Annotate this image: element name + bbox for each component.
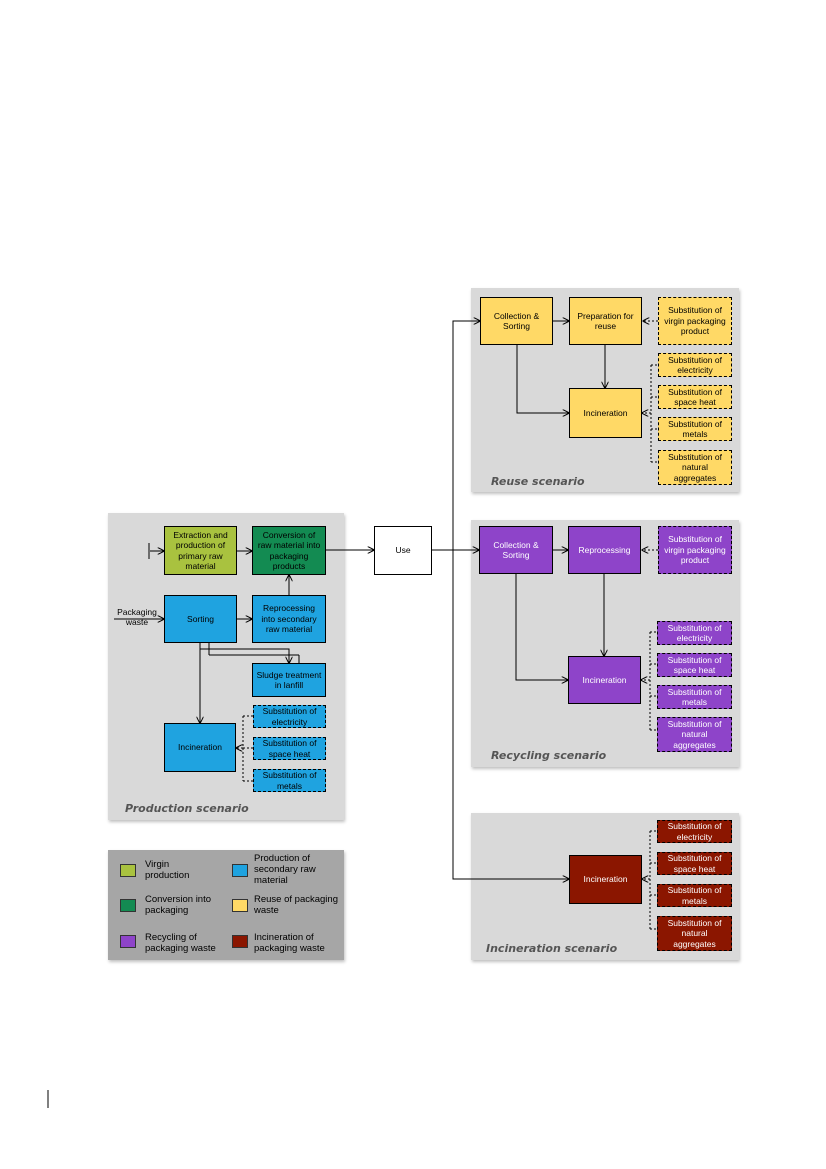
recycling-sub-heat-box: Substitution of space heat bbox=[657, 653, 732, 677]
reuse-sub-heat-box: Substitution of space heat bbox=[658, 385, 732, 409]
legend-label-recycling: Recycling of packaging waste bbox=[145, 932, 216, 954]
sorting-box: Sorting bbox=[164, 595, 237, 643]
reuse-sub-electricity-box: Substitution of electricity bbox=[658, 353, 732, 377]
legend-label-secondary: Production of secondary raw material bbox=[254, 853, 316, 886]
incin-sub-aggregates-box: Substitution of natural aggregates bbox=[657, 916, 732, 951]
reuse-collection-box: Collection & Sorting bbox=[480, 297, 553, 345]
production-sub-metals-box: Substitution of metals bbox=[253, 769, 326, 792]
legend-swatch-incineration bbox=[232, 935, 248, 948]
legend: Virgin production Production of secondar… bbox=[108, 850, 344, 960]
reuse-sub-product-box: Substitution of virgin packaging product bbox=[658, 297, 732, 345]
reuse-scenario-title: Reuse scenario bbox=[491, 475, 585, 488]
recycling-reprocessing-box: Reprocessing bbox=[568, 526, 641, 574]
incin-incineration-box: Incineration bbox=[569, 855, 642, 904]
legend-label-virgin: Virgin production bbox=[145, 859, 190, 881]
conversion-box: Conversion of raw material into packagin… bbox=[252, 526, 326, 575]
reprocessing-secondary-box: Reprocessing into secondary raw material bbox=[252, 595, 326, 643]
sludge-treatment-box: Sludge treatment in lanfill bbox=[252, 663, 326, 697]
reuse-sub-metals-box: Substitution of metals bbox=[658, 417, 732, 441]
production-sub-heat-box: Substitution of space heat bbox=[253, 737, 326, 760]
recycling-sub-product-box: Substitution of virgin packaging product bbox=[658, 526, 732, 574]
recycling-incineration-box: Incineration bbox=[568, 656, 641, 704]
packaging-waste-label: Packaging waste bbox=[117, 607, 157, 627]
production-sub-electricity-box: Substitution of electricity bbox=[253, 705, 326, 728]
production-scenario-title: Production scenario bbox=[125, 802, 249, 815]
reuse-incineration-box: Incineration bbox=[569, 388, 642, 438]
recycling-sub-aggregates-box: Substitution of natural aggregates bbox=[657, 717, 732, 752]
recycling-sub-electricity-box: Substitution of electricity bbox=[657, 621, 732, 645]
legend-swatch-conversion bbox=[120, 899, 136, 912]
production-incineration-box: Incineration bbox=[164, 723, 236, 772]
legend-swatch-reuse bbox=[232, 899, 248, 912]
legend-swatch-secondary bbox=[232, 864, 248, 877]
use-box: Use bbox=[374, 526, 432, 575]
reuse-sub-aggregates-box: Substitution of natural aggregates bbox=[658, 450, 732, 485]
legend-label-incineration: Incineration of packaging waste bbox=[254, 932, 325, 954]
recycling-sub-metals-box: Substitution of metals bbox=[657, 685, 732, 709]
legend-swatch-virgin bbox=[120, 864, 136, 877]
incin-sub-electricity-box: Substitution of electricity bbox=[657, 820, 732, 843]
extraction-box: Extraction and production of primary raw… bbox=[164, 526, 237, 575]
legend-label-reuse: Reuse of packaging waste bbox=[254, 894, 338, 916]
legend-swatch-recycling bbox=[120, 935, 136, 948]
recycling-scenario-title: Recycling scenario bbox=[491, 749, 607, 762]
legend-label-conversion: Conversion into packaging bbox=[145, 894, 212, 916]
incineration-scenario-title: Incineration scenario bbox=[486, 942, 618, 955]
recycling-collection-box: Collection & Sorting bbox=[479, 526, 553, 574]
reuse-preparation-box: Preparation for reuse bbox=[569, 297, 642, 345]
incin-sub-heat-box: Substitution of space heat bbox=[657, 852, 732, 875]
incin-sub-metals-box: Substitution of metals bbox=[657, 884, 732, 907]
